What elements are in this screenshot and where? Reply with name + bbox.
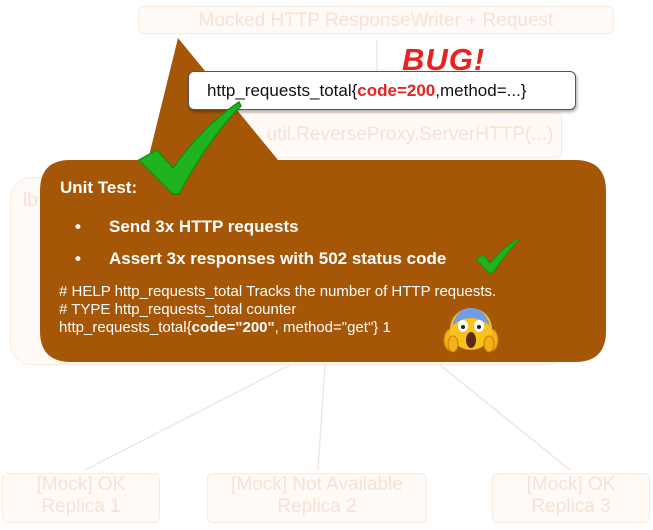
metric-bubble-suffix: ,method=...} — [435, 81, 527, 100]
big-checkmark-icon — [137, 100, 242, 195]
test-step: • Send 3x HTTP requests — [75, 217, 299, 237]
replica-2-subtitle: Replica 2 — [277, 496, 357, 517]
unit-test-title: Unit Test: — [60, 178, 138, 197]
replica-3-subtitle: Replica 3 — [531, 496, 611, 517]
small-checkmark-icon — [475, 238, 519, 274]
metric-bubble: http_requests_total{code=200,method=...} — [188, 71, 576, 110]
test-step-label: Assert 3x responses with 502 status code — [109, 249, 447, 268]
screaming-face-emoji — [443, 308, 499, 353]
metrics-value-highlight: code="200" — [191, 319, 275, 336]
replica-3-title: [Mock] OK — [526, 474, 616, 495]
replica-3-box: [Mock] OK Replica 3 — [492, 473, 650, 523]
metrics-value-line: http_requests_total{code="200", method="… — [59, 319, 496, 337]
metrics-value-suffix: , method="get"} 1 — [274, 319, 391, 336]
metrics-output: # HELP http_requests_total Tracks the nu… — [59, 283, 496, 337]
metrics-value-prefix: http_requests_total{ — [59, 319, 192, 336]
metrics-type-line: # TYPE http_requests_total counter — [59, 301, 297, 318]
metrics-help-line: # HELP http_requests_total Tracks the nu… — [59, 283, 497, 300]
test-step: • Assert 3x responses with 502 status cod… — [75, 249, 446, 269]
replica-2-box: [Mock] Not Available Replica 2 — [207, 473, 427, 523]
test-step-label: Send 3x HTTP requests — [109, 217, 299, 236]
callout-body — [40, 38, 606, 362]
replica-2-title: [Mock] Not Available — [231, 474, 403, 495]
reverse-proxy-box: util.ReverseProxy.ServerHTTP(...) — [238, 112, 562, 158]
mocked-http-box: Mocked HTTP ResponseWriter + Request — [138, 6, 614, 34]
bullet-icon: • — [75, 217, 81, 236]
metric-bubble-prefix: http_requests_total{ — [207, 81, 358, 100]
replica-1-subtitle: Replica 1 — [41, 496, 121, 517]
replica-1-title: [Mock] OK — [36, 474, 126, 495]
bullet-icon: • — [75, 249, 81, 268]
metric-bubble-highlight: code=200 — [357, 81, 436, 100]
replica-1-box: [Mock] OK Replica 1 — [2, 473, 160, 523]
